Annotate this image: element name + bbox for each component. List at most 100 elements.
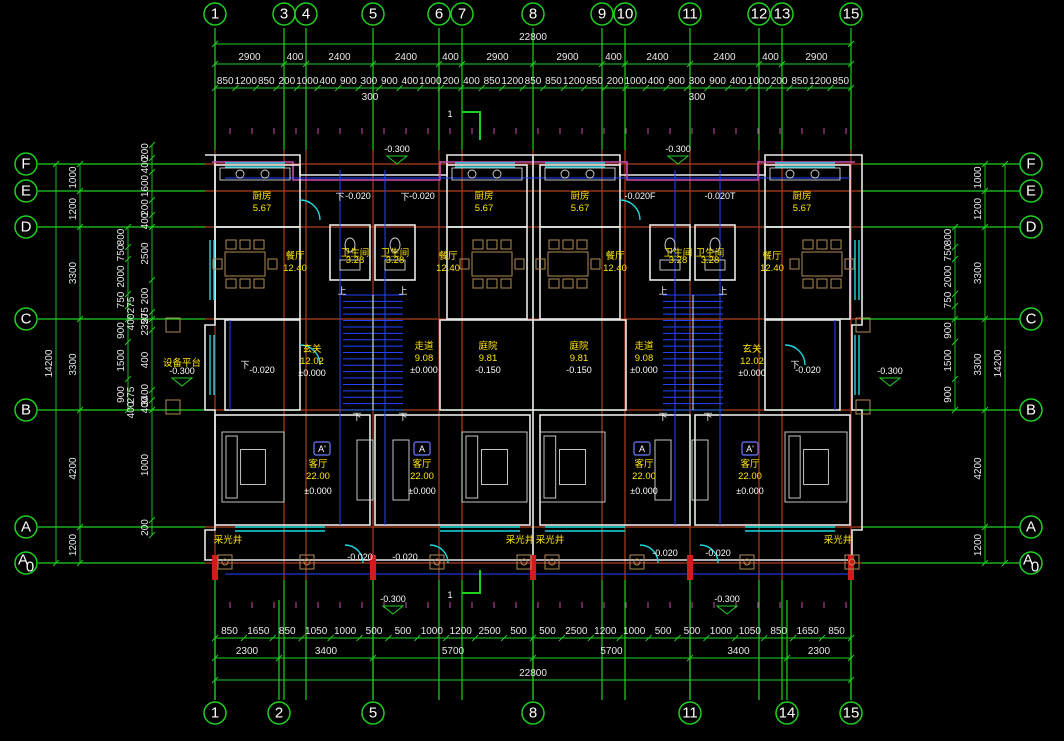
dim-left-inner2-tick [124, 255, 132, 263]
dining-table [471, 251, 513, 277]
level-triangle [666, 155, 690, 165]
dining-chair [830, 278, 842, 289]
stair-up: 上 [337, 286, 346, 296]
stair-up: 上 [718, 286, 727, 296]
dim-bottom-row2-tick [847, 654, 855, 662]
dim-left-inner-tick [148, 223, 156, 231]
dim-bottom-row1-tick [847, 634, 855, 642]
foyer-wall [764, 319, 841, 411]
axis-bubble-top [770, 2, 794, 26]
living-level: ±0.000 [630, 486, 657, 496]
dim-top-row2-label: 200 [278, 76, 295, 87]
living-wall [539, 414, 691, 526]
dim-bottom-row1-label: 850 [279, 626, 296, 637]
dim-top-row2-tick [622, 84, 629, 92]
axis-bubble-top [678, 2, 702, 26]
axis-bubble-top [839, 2, 863, 26]
dim-bottom-row1-label: 1000 [710, 626, 733, 637]
level-triangle [170, 377, 194, 387]
dim-bottom-row1-tick [674, 634, 681, 642]
dim-right-outer-label: 3300 [973, 261, 984, 284]
equipment-box-circle [303, 558, 311, 566]
dim-top-row1-label: 2400 [395, 52, 418, 63]
kitchen-area: 5.67 [571, 203, 590, 214]
dim-left-outer-tick [76, 315, 84, 323]
outer-wall [204, 154, 863, 561]
dim-top-row2-label: 900 [709, 76, 726, 87]
axis-bubble-label: 2 [275, 705, 283, 722]
unit-tag-box [313, 441, 331, 456]
equipment-box [629, 554, 645, 570]
dim-left-outer-label: 1200 [68, 197, 79, 220]
dim-right-inner2-label: 750 [943, 291, 954, 308]
dim-bottom-row2-tick [529, 654, 537, 662]
living-level: ±0.000 [408, 486, 435, 496]
axis-bubble-label: 15 [843, 6, 860, 23]
dim-left-inner-tick [148, 276, 156, 284]
living-label: 客厅 [308, 458, 328, 470]
dim-top-row1-tick [621, 60, 629, 68]
stair-down: 下 [398, 412, 407, 422]
dim-left-inner2-label: 2000 [116, 265, 127, 288]
dim-top-row2-label: 850 [217, 76, 234, 87]
dim-left-inner2-tick [124, 315, 132, 323]
dim-bottom-row1-label: 1650 [797, 626, 820, 637]
axis-bubble-label: A [1026, 519, 1036, 536]
dim-left-outer-tick [76, 160, 84, 168]
kitchen-counter [451, 167, 523, 181]
dim-top-row2-tick [745, 84, 752, 92]
dim-left-inner-label: 200 [140, 143, 151, 160]
dining-chair [535, 258, 546, 270]
dim-left-inner2-tick [124, 223, 132, 231]
shed-label: 设备平台 [163, 357, 201, 369]
foyer-wall [224, 319, 301, 411]
dim-right-outer-label: 1000 [973, 166, 984, 189]
dim-top-row2-label: 1200 [809, 76, 832, 87]
courtyard-level: -0.150 [475, 365, 501, 375]
dim-right-outer-tick [981, 315, 989, 323]
dim-bottom-row2-label: 5700 [442, 646, 465, 657]
dim-top-row1-label: 400 [762, 52, 779, 63]
level-mark: -0.300 [877, 366, 903, 376]
axis-bubble-right [1019, 398, 1043, 422]
dim-left-inner-label: 400 [140, 156, 151, 173]
dining-chair [802, 278, 814, 289]
equipment-box [516, 554, 532, 570]
dim-top-row2-label: 400 [730, 76, 747, 87]
dim-bottom-row1-tick [240, 634, 248, 642]
dim-top-row1-tick [778, 60, 786, 68]
axis-bubble-label: 4 [302, 6, 310, 23]
balcony-label: 采光井 [214, 534, 243, 546]
bath-label: 卫生间 [381, 247, 410, 259]
unit-tag-box [633, 441, 651, 456]
basin [659, 259, 681, 271]
dim-right-outer-label: 1200 [973, 533, 984, 556]
axis-bubble-right [1019, 152, 1043, 176]
level-mark: -0.300 [169, 366, 195, 376]
courtyard-area: 9.81 [479, 353, 498, 364]
corridor-level: ±0.000 [410, 365, 437, 375]
stair-down: 下 [790, 360, 799, 370]
living-label: 客厅 [634, 458, 654, 470]
axis-bubble-top [361, 2, 385, 26]
axis-bubble-sub: 0 [1031, 559, 1039, 576]
living-label: 客厅 [740, 458, 760, 470]
dim-top-row2-label: 900 [340, 76, 357, 87]
dim-right-inner2-tick [951, 255, 959, 263]
door-swing [784, 344, 806, 366]
axis-bubble-label: A [21, 519, 31, 536]
dim-left-extra: 400 [126, 401, 137, 418]
dim-left-inner-tick [148, 396, 156, 404]
dim-bottom-row2-tick [211, 654, 219, 662]
level-mark: -0.300 [380, 594, 406, 604]
dim-left-inner2-tick [124, 375, 132, 383]
unit-tag-box [413, 441, 431, 456]
dim-top-row2-label: 400 [463, 76, 480, 87]
dim-left-total-tick [52, 559, 60, 567]
dim-bottom-row1-label: 500 [395, 626, 412, 637]
axis-bubble-label: B [1026, 402, 1036, 419]
level-triangle [385, 155, 409, 165]
dim-top-row2-tick [765, 84, 773, 92]
dim-left-outer-label: 3300 [68, 353, 79, 376]
bath-wall [329, 224, 371, 281]
